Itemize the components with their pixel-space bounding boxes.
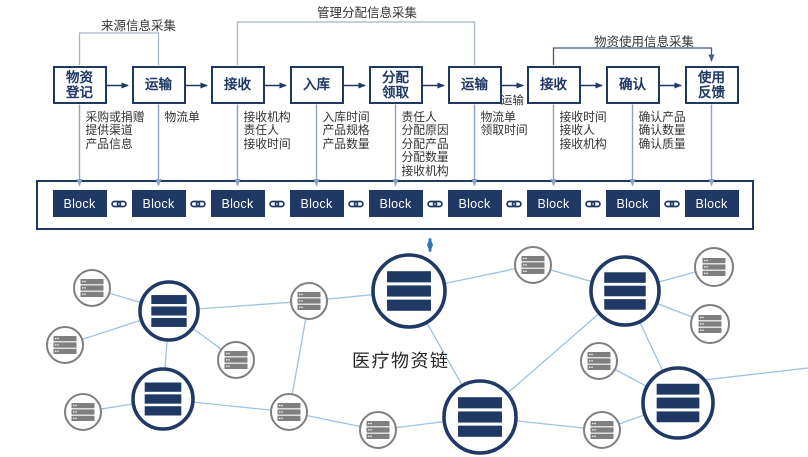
chain-link-icon <box>111 200 127 208</box>
flow-step-box: 运输 <box>447 66 502 104</box>
server-node-large <box>641 366 715 440</box>
chain-link-icon <box>348 200 364 208</box>
step-annotation: 采购或捐赠 提供渠道 产品信息 <box>85 110 145 151</box>
server-node-small <box>359 411 397 449</box>
server-node-large <box>442 379 518 455</box>
flow-step-box: 分配 领取 <box>368 66 423 104</box>
flow-step-box: 入库 <box>289 66 344 104</box>
chain-link-icon <box>506 200 522 208</box>
flow-step-box: 接收 <box>210 66 265 104</box>
step-annotation: 物流单 <box>164 110 200 124</box>
collection-label-source: 来源信息采集 <box>101 19 177 33</box>
step-annotation: 接收机构 责任人 接收时间 <box>243 110 291 151</box>
chain-link-icon <box>190 200 206 208</box>
server-node-small <box>46 326 84 364</box>
server-node-large <box>138 280 200 342</box>
block-box: Block <box>368 190 423 217</box>
server-node-small <box>270 393 308 431</box>
step-annotation: 接收时间 接收人 接收机构 <box>559 110 607 151</box>
server-node-small <box>583 411 621 449</box>
server-node-small <box>73 269 111 307</box>
transport-arrow-label: 运输 <box>501 95 524 107</box>
server-node-small <box>514 246 552 284</box>
step-annotation: 入库时间 产品规格 产品数量 <box>322 110 370 151</box>
server-node-small <box>580 342 618 380</box>
step-annotation: 物流单 领取时间 <box>480 110 528 138</box>
block-box: Block <box>131 190 186 217</box>
collection-label-manage: 管理分配信息采集 <box>317 6 418 20</box>
server-node-large <box>371 253 447 329</box>
flow-step-box: 确认 <box>605 66 660 104</box>
server-node-small <box>64 393 102 431</box>
chain-link-icon <box>427 200 443 208</box>
block-box: Block <box>210 190 265 217</box>
server-node-small <box>690 304 730 344</box>
step-annotation: 责任人 分配原因 分配产品 分配数量 接收机构 <box>401 110 449 178</box>
network-title: 医疗物资链 <box>352 351 450 371</box>
server-node-small <box>217 341 255 379</box>
block-box: Block <box>52 190 107 217</box>
server-node-large <box>589 255 661 327</box>
server-node-small <box>694 247 734 287</box>
flow-step-box: 运输 <box>131 66 186 104</box>
block-box: Block <box>605 190 660 217</box>
chain-link-icon <box>269 200 285 208</box>
block-box: Block <box>526 190 581 217</box>
server-node-small <box>290 282 328 320</box>
block-box: Block <box>289 190 344 217</box>
step-annotation: 确认产品 确认数量 确认质量 <box>638 110 686 151</box>
flow-step-box: 物资 登记 <box>52 66 107 104</box>
flow-step-box: 接收 <box>526 66 581 104</box>
server-node-large <box>131 367 195 431</box>
block-box: Block <box>447 190 502 217</box>
chain-link-icon <box>585 200 601 208</box>
flow-step-box: 使用 反馈 <box>684 66 739 104</box>
collection-label-usage: 物资使用信息采集 <box>594 35 695 49</box>
chain-link-icon <box>664 200 680 208</box>
block-box: Block <box>684 190 739 217</box>
